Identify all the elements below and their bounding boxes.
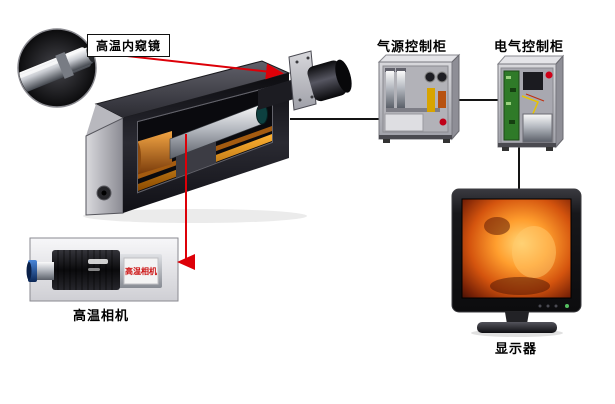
endoscope-probe — [7, 47, 95, 97]
monitor-button — [554, 304, 558, 308]
valve-terminal — [384, 113, 424, 132]
relay-module — [523, 72, 543, 90]
eyepiece-tube — [258, 79, 294, 110]
filter-regulator — [397, 71, 405, 108]
wire-red — [525, 93, 545, 102]
monitor-button — [546, 304, 550, 308]
camera-label: 高温相机 — [73, 308, 130, 323]
camera-sticker-text: 高温相机 — [125, 266, 157, 276]
valve-orange — [438, 91, 446, 108]
monitor-base — [477, 322, 557, 333]
electric-cabinet-side — [555, 54, 564, 149]
endoscope-label: 高温内窥镜 — [87, 34, 171, 57]
air-pipe — [386, 108, 440, 112]
camera-lens-barrel — [36, 262, 54, 280]
red-knob — [439, 118, 447, 126]
air-cabinet-label: 气源控制柜 — [377, 39, 448, 54]
connection-lines — [290, 99, 520, 189]
camera-sticker — [123, 257, 159, 285]
camera-body — [52, 250, 120, 290]
wire-yellow — [521, 95, 539, 117]
filter-regulator — [386, 71, 394, 108]
camera-photo-inset: 高温相机 — [26, 237, 179, 302]
leader-camera — [177, 134, 195, 270]
pressure-gauge — [424, 71, 436, 83]
electric-cabinet-top — [496, 55, 565, 65]
eyepiece-port — [258, 50, 352, 111]
electric-cabinet-label: 电气控制柜 — [494, 39, 565, 54]
air-control-cabinet — [377, 53, 461, 143]
housing-shadow — [83, 209, 307, 223]
brand-marking — [88, 259, 108, 264]
eyepiece-body — [307, 59, 352, 102]
pressure-gauge — [436, 71, 448, 83]
air-cabinet-top — [377, 54, 461, 63]
monitor-neck — [505, 312, 529, 324]
valve-yellow — [427, 88, 435, 112]
power-supply-box — [522, 113, 553, 143]
electric-control-cabinet — [496, 54, 565, 151]
lens-glass — [26, 262, 32, 280]
leader-endoscope — [117, 54, 284, 80]
air-cabinet-side — [451, 53, 460, 141]
monitor — [451, 188, 582, 337]
copper-drum — [138, 131, 172, 175]
mounting-flange — [288, 50, 317, 111]
monitor-label: 显示器 — [495, 341, 538, 356]
traverse-housing — [83, 60, 307, 223]
callout-leaders — [117, 54, 284, 270]
emergency-button — [545, 71, 553, 79]
pcb-board — [503, 70, 520, 141]
monitor-button — [538, 304, 542, 308]
power-led — [565, 304, 569, 308]
endoscope-photo-inset — [7, 28, 97, 108]
